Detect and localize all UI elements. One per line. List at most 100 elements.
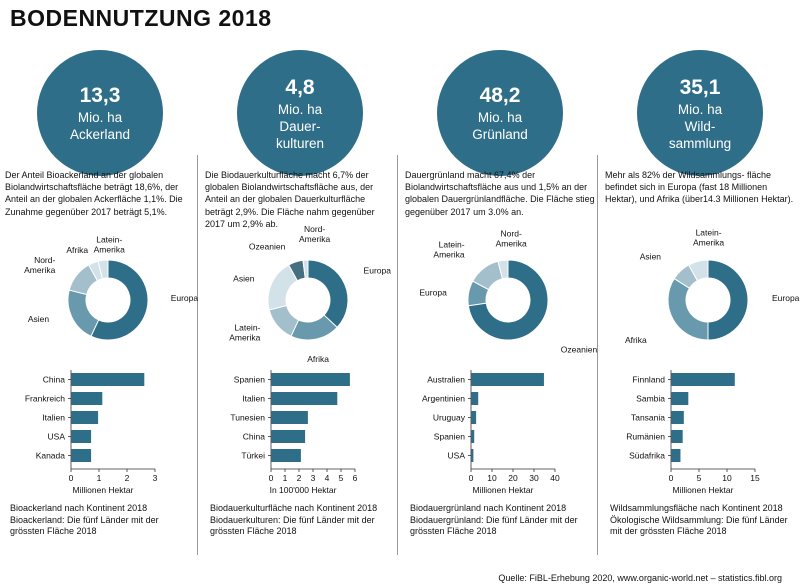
- donut-label-europa: Europa: [772, 293, 800, 303]
- bar-x-tick-label: 3: [311, 473, 316, 483]
- panel-description: Mehr als 82% der Wildsammlungs- fläche b…: [605, 170, 794, 205]
- bar-x-tick-label: 30: [529, 473, 539, 483]
- bar-x-tick-label: 15: [750, 473, 760, 483]
- bar-x-tick-label: 1: [97, 473, 102, 483]
- donut-slice-nord-amerika: [497, 259, 509, 280]
- circle-value: 35,1: [679, 75, 721, 99]
- bar-italien: [271, 392, 338, 405]
- panel-description: Dauergrünland macht 67,4% der Biolandwir…: [405, 170, 595, 217]
- bar-x-tick-label: 1: [283, 473, 288, 483]
- bar-x-tick-label: 3: [153, 473, 158, 483]
- bar-x-axis-label: Millionen Hektar: [73, 485, 134, 495]
- donut-slice-ozeanien: [467, 259, 549, 341]
- bar-x-tick-label: 2: [125, 473, 130, 483]
- bar-label-tansania: Tansania: [631, 413, 665, 423]
- bar-x-tick-label: 5: [339, 473, 344, 483]
- bar-label-uruguay: Uruguay: [433, 413, 466, 423]
- bar-australien: [471, 373, 544, 386]
- bar-caption: Biodauergrünland: Die fünf Länder mit de…: [410, 515, 578, 536]
- bar-uruguay: [471, 411, 477, 424]
- bar-chart: FinnlandSambiaTansaniaRumänienSüdafrika0…: [626, 370, 760, 495]
- bar-label-usa: USA: [48, 432, 66, 442]
- bar-caption: Biodauerkulturen: Die fünf Länder mit de…: [210, 515, 375, 536]
- bar-caption: Ökologische Wildsammlung: Die fünf Lände…: [610, 515, 788, 536]
- bar-italien: [71, 411, 99, 424]
- donut-slice-europa: [707, 259, 749, 341]
- donut-label-latein-amerika: Latein-Amerika: [229, 322, 260, 342]
- donut-caption: Wildsammlungsfläche nach Kontinent 2018: [610, 503, 783, 513]
- bar-x-tick-label: 0: [269, 473, 274, 483]
- bar-label-kanada: Kanada: [36, 451, 66, 461]
- donut-label-afrika: Afrika: [625, 335, 647, 345]
- bar-spanien: [271, 373, 350, 386]
- bar-label-rumänien: Rumänien: [626, 432, 665, 442]
- donut-label-nord-amerika: Nord-Amerika: [24, 255, 55, 275]
- bar-x-tick-label: 0: [669, 473, 674, 483]
- donut-slice-nord-amerika: [302, 259, 309, 279]
- bar-kanada: [71, 449, 92, 462]
- bar-x-tick-label: 10: [487, 473, 497, 483]
- circle-value: 13,3: [79, 84, 121, 107]
- bar-x-tick-label: 0: [69, 473, 74, 483]
- bar-label-spanien: Spanien: [234, 375, 265, 385]
- circle-label: Ackerland: [69, 127, 131, 142]
- bar-x-axis-label: Millionen Hektar: [473, 485, 534, 495]
- bar-x-axis-label: Millionen Hektar: [673, 485, 734, 495]
- circle-unit: Mio. ha: [477, 110, 523, 125]
- bar-label-china: China: [243, 432, 265, 442]
- panel-description: Der Anteil Bioackerland an der globalen …: [5, 170, 183, 217]
- donut-label-europa: Europa: [364, 266, 392, 276]
- bar-x-tick-label: 6: [353, 473, 358, 483]
- bar-x-tick-label: 5: [697, 473, 702, 483]
- column-divider: [197, 155, 198, 555]
- donut-label-europa: Europa: [419, 288, 447, 298]
- bar-usa: [471, 449, 474, 462]
- bar-x-axis-label: In 100'000 Hektar: [270, 485, 337, 495]
- donut-label-latein-amerika: Latein-Amerika: [693, 228, 724, 248]
- bar-finnland: [671, 373, 735, 386]
- bar-x-tick-label: 40: [550, 473, 560, 483]
- bar-label-frankreich: Frankreich: [25, 394, 65, 404]
- bar-x-tick-label: 0: [469, 473, 474, 483]
- donut-slice-europa: [90, 259, 149, 341]
- summary-circle: 35,1 Mio. ha Wild- sammlung: [637, 50, 763, 176]
- source-note: Quelle: FiBL-Erhebung 2020, www.organic-…: [498, 573, 782, 583]
- bar-label-argentinien: Argentinien: [422, 394, 465, 404]
- panel-wildsammlung: 35,1 Mio. ha Wild- sammlung Mehr als 82%…: [605, 50, 800, 550]
- donut-label-nord-amerika: Nord-Amerika: [496, 228, 527, 248]
- donut-label-ozeanien: Ozeanien: [249, 242, 286, 252]
- bar-label-tunesien: Tunesien: [230, 413, 265, 423]
- bar-spanien: [471, 430, 475, 443]
- donut-label-europa: Europa: [171, 293, 199, 303]
- donut-chart: EuropaAsienNord-AmerikaAfrikaLatein-Amer…: [24, 234, 198, 341]
- bar-x-tick-label: 20: [508, 473, 518, 483]
- bar-label-spanien: Spanien: [434, 432, 465, 442]
- bar-label-italien: Italien: [42, 413, 65, 423]
- circle-label: Wild- sammlung: [668, 118, 732, 151]
- donut-label-latein-amerika: Latein-Amerika: [94, 234, 125, 254]
- donut-caption: Bioackerland nach Kontinent 2018: [10, 503, 148, 513]
- bar-label-türkei: Türkei: [241, 451, 265, 461]
- donut-label-latein-amerika: Latein-Amerika: [433, 240, 464, 260]
- donut-slice-asien: [67, 289, 100, 337]
- circle-unit: Mio. ha: [677, 101, 723, 117]
- bar-label-sambia: Sambia: [636, 394, 665, 404]
- summary-circle: 4,8 Mio. ha Dauer- kulturen: [237, 50, 363, 176]
- bar-frankreich: [71, 392, 103, 405]
- bar-label-australien: Australien: [427, 375, 465, 385]
- donut-label-afrika: Afrika: [307, 354, 329, 364]
- column-divider: [597, 155, 598, 555]
- donut-label-nord-amerika: Nord-Amerika: [299, 224, 330, 244]
- donut-label-asien: Asien: [233, 274, 255, 284]
- bar-südafrika: [671, 449, 681, 462]
- bar-china: [71, 373, 145, 386]
- donut-label-asien: Asien: [28, 314, 50, 324]
- donut-slice-latein-amerika: [97, 259, 109, 280]
- bar-caption: Bioackerland: Die fünf Länder mit der gr…: [10, 515, 159, 536]
- donut-label-asien: Asien: [640, 252, 662, 262]
